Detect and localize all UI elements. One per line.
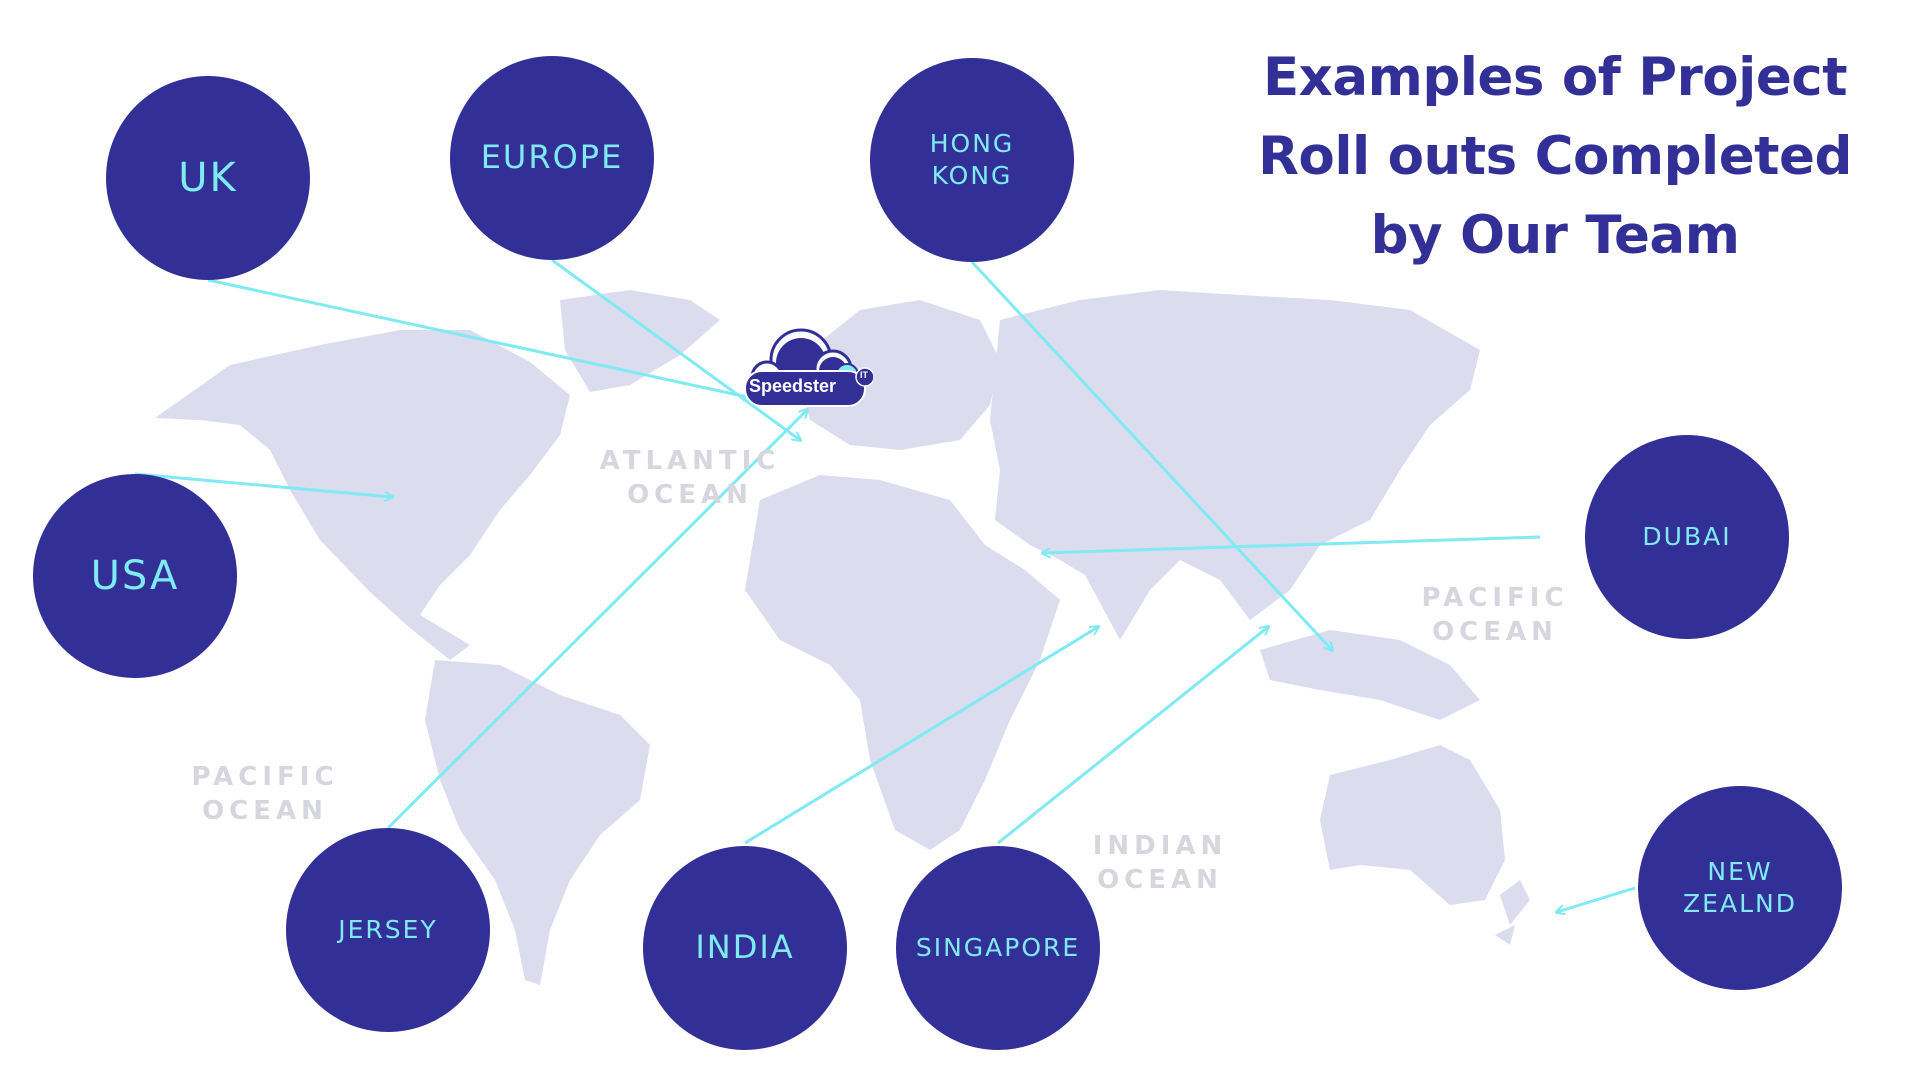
ocean-label-pacific-west: PACIFIC OCEAN bbox=[191, 762, 339, 826]
continents bbox=[155, 290, 1530, 985]
location-india[interactable]: INDIA bbox=[643, 846, 847, 1050]
location-label: SINGAPORE bbox=[915, 932, 1081, 962]
location-hong-kong[interactable]: HONG KONG bbox=[870, 58, 1074, 262]
location-label: HONG KONG bbox=[929, 128, 1015, 191]
land-australia bbox=[1320, 745, 1505, 905]
land-europe bbox=[800, 300, 1000, 450]
arrow-jersey bbox=[386, 410, 807, 830]
cloud-logo-icon bbox=[744, 328, 873, 407]
connector-arrows bbox=[134, 258, 1636, 912]
page-title: Examples of Project Roll outs Completed … bbox=[1258, 47, 1852, 266]
logo-wordmark: Speedster bbox=[749, 376, 837, 396]
speedster-it-logo: Speedster IT bbox=[743, 325, 873, 410]
arrow-singapore bbox=[997, 627, 1268, 845]
arrow-usa bbox=[134, 472, 392, 497]
arrow-dubai bbox=[1043, 535, 1541, 553]
arrow-hong-kong bbox=[970, 260, 1332, 650]
location-label: DUBAI bbox=[1642, 521, 1732, 551]
land-asia bbox=[990, 290, 1480, 640]
location-europe[interactable]: EUROPE bbox=[450, 56, 654, 260]
ocean-label-atlantic: ATLANTIC OCEAN bbox=[599, 446, 781, 510]
location-new-zealand[interactable]: NEW ZEALND bbox=[1638, 786, 1842, 990]
location-jersey[interactable]: JERSEY bbox=[286, 828, 490, 1032]
logo-superscript: IT bbox=[860, 370, 868, 380]
ocean-label-pacific-east: PACIFIC OCEAN bbox=[1421, 583, 1569, 647]
location-label: JERSEY bbox=[338, 914, 438, 944]
land-africa bbox=[745, 475, 1060, 850]
land-southeast-asia bbox=[1260, 630, 1480, 720]
arrow-new-zealand bbox=[1557, 886, 1636, 912]
arrow-india bbox=[744, 627, 1098, 845]
land-greenland bbox=[560, 290, 720, 392]
location-label: EUROPE bbox=[480, 138, 624, 177]
location-label: INDIA bbox=[695, 928, 795, 967]
arrow-uk bbox=[207, 278, 752, 398]
ocean-label-indian: INDIAN OCEAN bbox=[1092, 831, 1228, 895]
location-label: USA bbox=[90, 553, 180, 599]
location-label: UK bbox=[178, 155, 238, 201]
arrow-europe bbox=[551, 258, 800, 440]
location-usa[interactable]: USA bbox=[33, 474, 237, 678]
location-dubai[interactable]: DUBAI bbox=[1585, 435, 1789, 639]
location-uk[interactable]: UK bbox=[106, 76, 310, 280]
location-label: NEW ZEALND bbox=[1683, 856, 1797, 919]
land-south-america bbox=[425, 660, 650, 985]
location-singapore[interactable]: SINGAPORE bbox=[896, 846, 1100, 1050]
land-new-zealand bbox=[1495, 880, 1530, 945]
